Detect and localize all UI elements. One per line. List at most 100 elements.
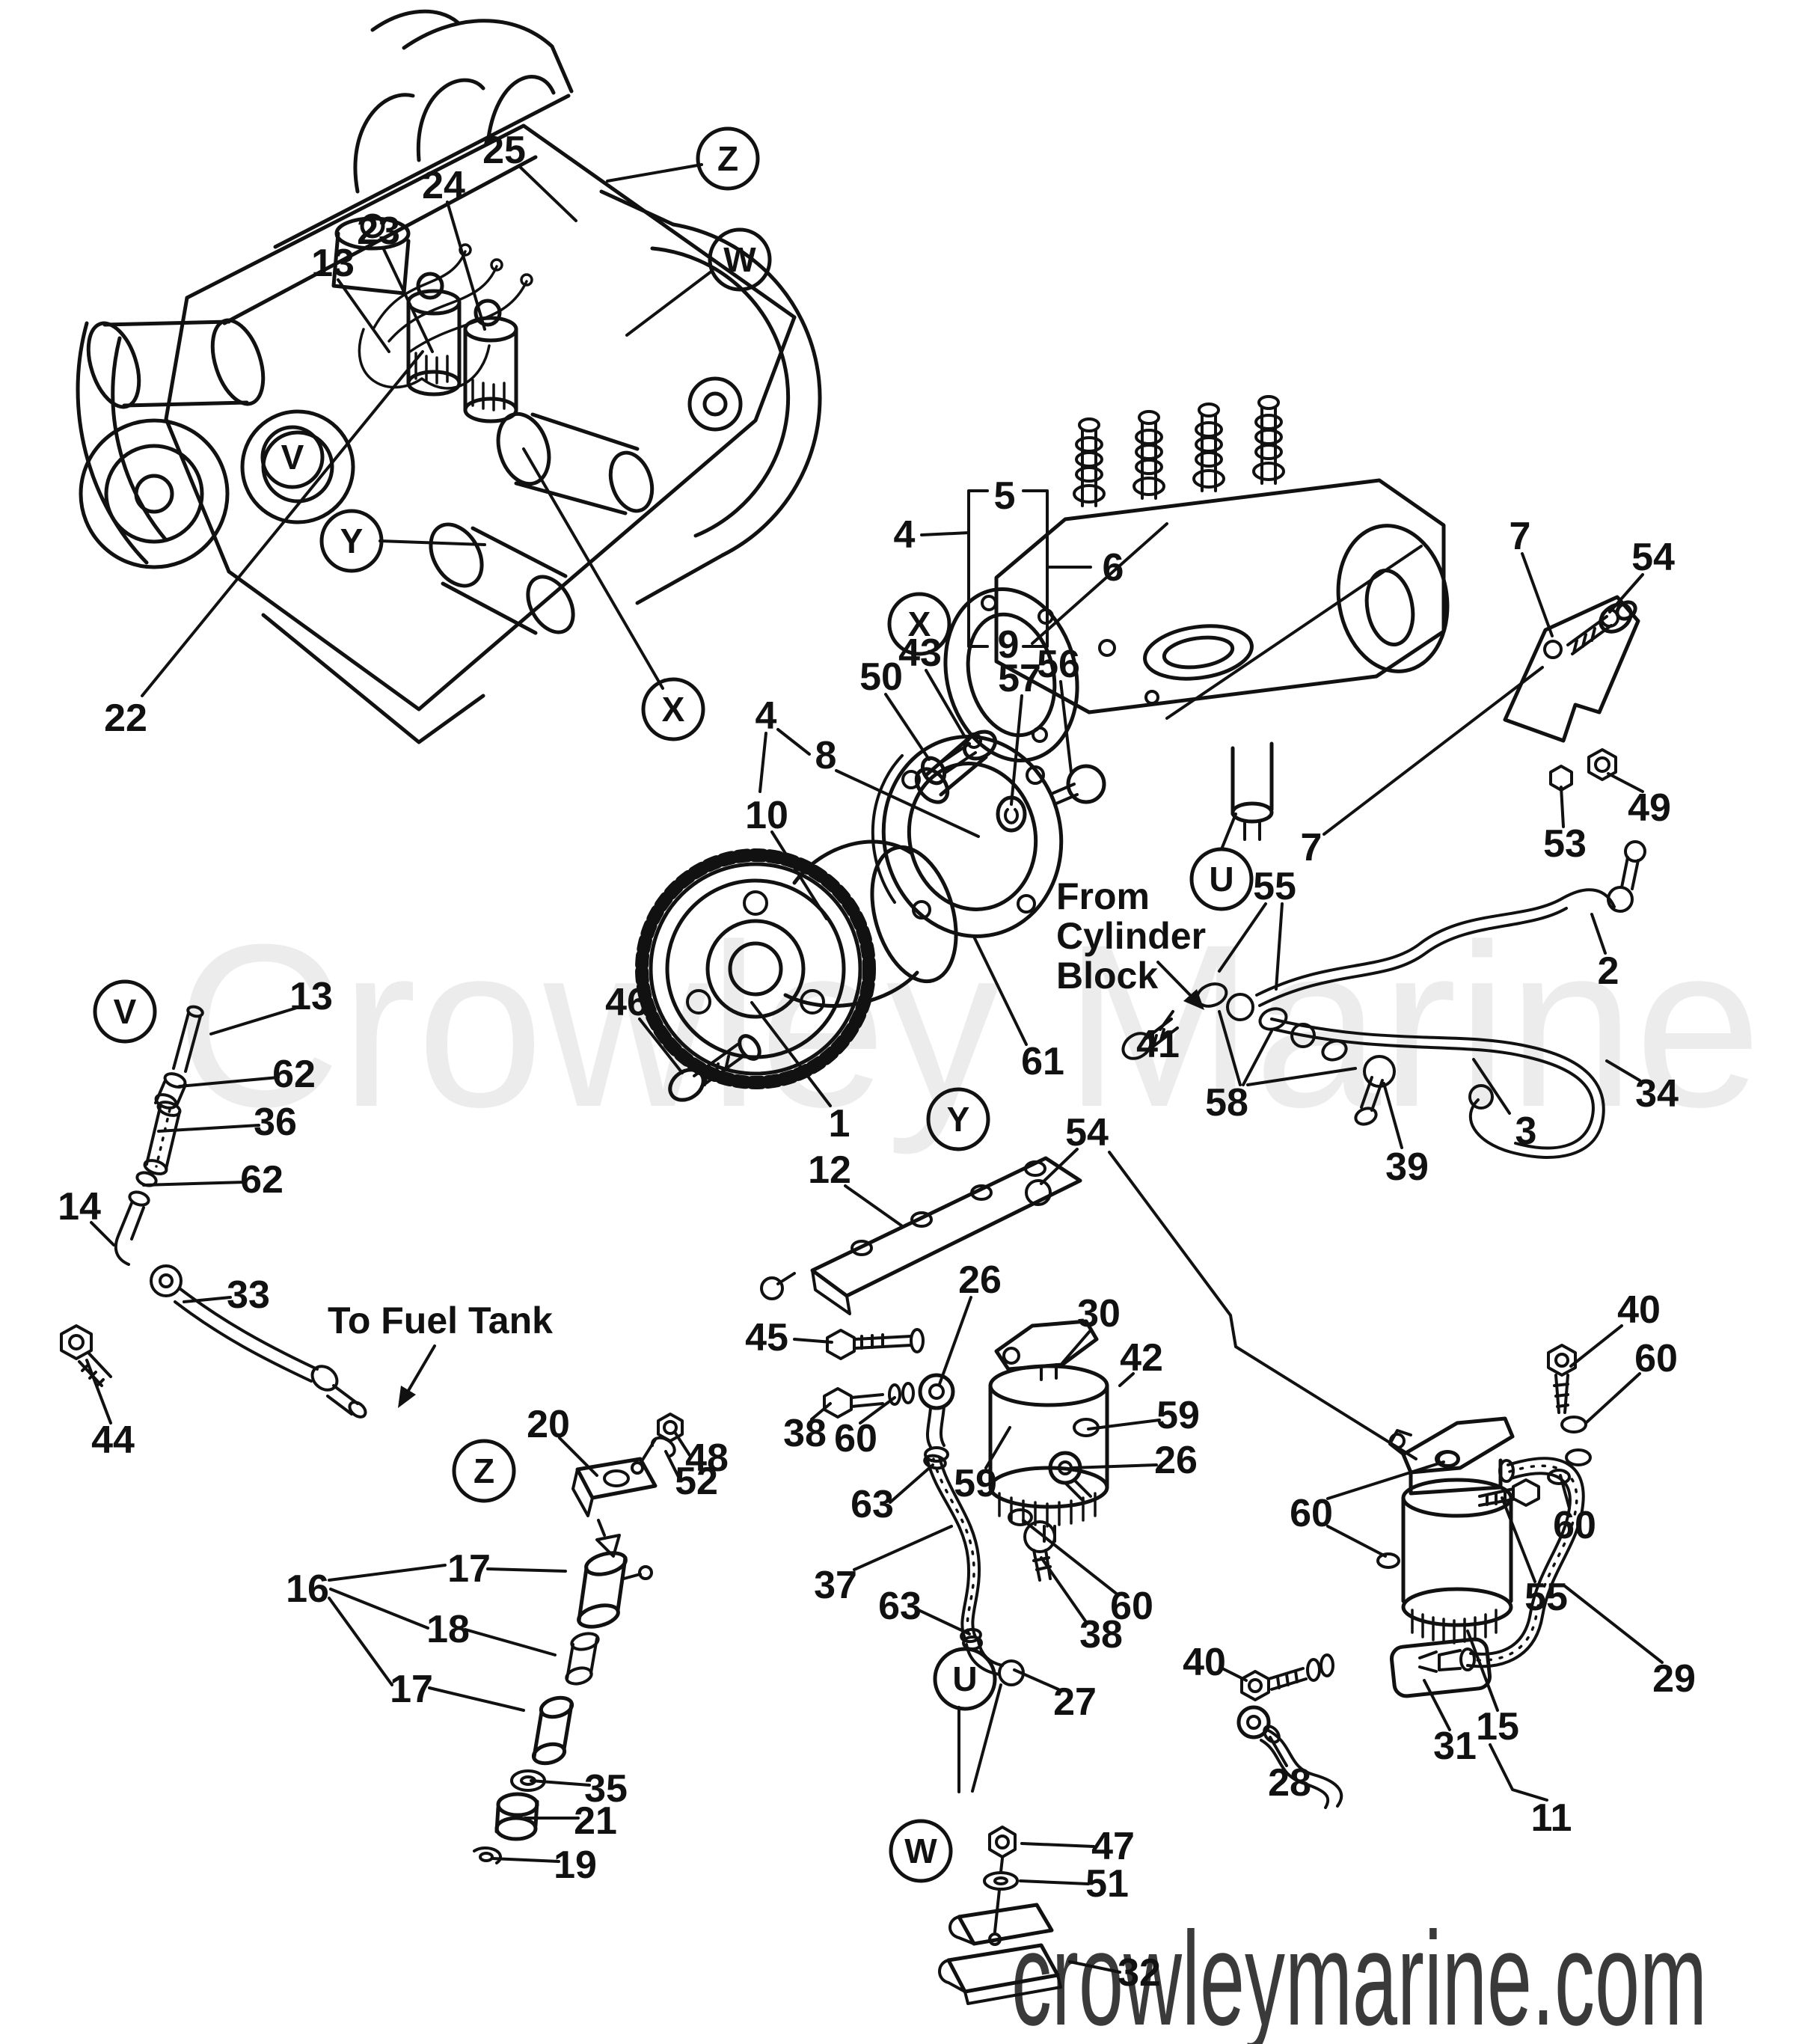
leader-line-50 xyxy=(889,1463,934,1504)
part-label-4-17: 4 xyxy=(756,694,777,738)
part-label-1-21: 1 xyxy=(829,1102,851,1145)
detail-marker-w-3: W xyxy=(708,227,772,292)
detail-marker-letter: U xyxy=(952,1659,977,1698)
leader-line-18 xyxy=(758,732,767,793)
detail-marker-letter: Z xyxy=(473,1451,494,1490)
leader-line-45 xyxy=(1070,1463,1158,1469)
part-label-62-32: 62 xyxy=(272,1053,316,1096)
part-label-41-30: 41 xyxy=(1136,1023,1180,1066)
leader-line-7 xyxy=(378,539,486,546)
leader-line-12 xyxy=(1607,772,1644,793)
part-label-54-10: 54 xyxy=(1631,536,1675,579)
leader-line-40 xyxy=(938,1296,972,1386)
detail-marker-circle xyxy=(887,592,951,656)
part-label-63-53: 63 xyxy=(878,1585,922,1628)
part-label-23-2: 23 xyxy=(357,209,400,253)
detail-marker-letter: W xyxy=(723,240,756,279)
part-label-13-31: 13 xyxy=(289,975,333,1018)
leader-line-layer xyxy=(85,163,1664,1974)
leader-line-66 xyxy=(1423,1679,1451,1731)
leader-line-87 xyxy=(1019,1879,1090,1885)
leader-line-31 xyxy=(1472,1058,1511,1115)
part-label-13-3: 13 xyxy=(311,242,355,285)
pipe-clamp-drawing xyxy=(938,1826,1062,2005)
detail-marker-circle xyxy=(889,1819,953,1883)
part-label-10-19: 10 xyxy=(745,794,788,837)
leader-line-56 xyxy=(1569,1324,1623,1368)
part-label-31-74: 31 xyxy=(1433,1725,1477,1768)
leader-line-35 xyxy=(1246,1067,1357,1086)
part-label-62-34: 62 xyxy=(240,1158,284,1202)
leader-line-24 xyxy=(972,935,1028,1046)
fuel-line-v-drawing xyxy=(60,1005,367,1419)
leader-line-37 xyxy=(844,1184,903,1227)
watermark-layer: Crowley Marine crowleymarine.com xyxy=(176,896,1762,2044)
leader-line-27 xyxy=(1275,902,1284,991)
part-label-20-55: 20 xyxy=(527,1403,570,1446)
part-label-22-4: 22 xyxy=(104,697,147,740)
detail-marker-circle xyxy=(641,677,705,741)
leader-line-15 xyxy=(884,693,931,761)
detail-marker-letter: Z xyxy=(717,139,738,178)
detail-marker-circle xyxy=(260,425,325,489)
part-label-60-49: 60 xyxy=(1110,1585,1153,1628)
leader-line-57 xyxy=(1584,1372,1641,1425)
leader-line-9 xyxy=(920,531,970,536)
leader-line-52 xyxy=(917,1609,971,1635)
leader-line-5 xyxy=(606,163,703,183)
leader-line-88 xyxy=(1068,1960,1121,1974)
part-label-8-18: 8 xyxy=(815,734,837,777)
leader-line-51 xyxy=(853,1525,953,1571)
leader-line-76 xyxy=(530,1779,591,1787)
part-label-53-12: 53 xyxy=(1543,822,1587,866)
part-label-49-11: 49 xyxy=(1628,786,1671,830)
part-label-57-15: 57 xyxy=(998,657,1041,700)
leader-line-4 xyxy=(141,350,424,697)
detail-marker-circle xyxy=(1189,847,1254,911)
detail-marker-letter: V xyxy=(281,438,304,477)
part-label-63-51: 63 xyxy=(851,1483,894,1526)
leader-line-23 xyxy=(750,1001,832,1107)
part-label-48-56: 48 xyxy=(685,1436,729,1480)
part-label-11-75: 11 xyxy=(1531,1796,1572,1840)
part-label-58-29: 58 xyxy=(1205,1081,1248,1124)
leader-line-17 xyxy=(1059,680,1073,774)
leader-line-36 xyxy=(1159,1010,1174,1031)
from-cylinder-block-text-line-2: Block xyxy=(1056,955,1158,997)
leader-line-34 xyxy=(1242,1029,1273,1086)
part-label-54-39: 54 xyxy=(1065,1111,1109,1154)
leader-line-82 xyxy=(142,1181,247,1187)
detail-marker-circle xyxy=(452,1439,516,1503)
leader-polyline-1 xyxy=(1489,1743,1548,1802)
detail-marker-circle xyxy=(926,1087,990,1151)
leader-line-63 xyxy=(1221,1667,1248,1682)
leader-line-79 xyxy=(209,1006,301,1035)
detail-marker-circle xyxy=(319,509,384,573)
part-label-50-14: 50 xyxy=(859,655,903,699)
detail-marker-z-9: Z xyxy=(452,1439,516,1503)
detail-marker-v-0: V xyxy=(260,425,325,489)
leader-line-0 xyxy=(337,278,390,353)
engine-overview-drawing xyxy=(76,9,822,744)
part-label-24-1: 24 xyxy=(422,164,465,207)
detail-marker-y-7: Y xyxy=(926,1087,990,1151)
leader-line-2 xyxy=(446,201,486,331)
detail-marker-z-2: Z xyxy=(696,126,760,191)
leader-line-46 xyxy=(1022,1519,1120,1597)
from-cylinder-block-arrow xyxy=(1156,961,1204,1010)
detail-marker-circle xyxy=(708,227,772,292)
leader-line-65 xyxy=(1466,1630,1499,1712)
part-label-38-50: 38 xyxy=(1079,1613,1123,1656)
leader-line-1 xyxy=(381,246,434,353)
part-label-40-65: 40 xyxy=(1617,1288,1661,1332)
part-label-17-61: 17 xyxy=(390,1668,433,1711)
part-label-29-70: 29 xyxy=(1652,1657,1696,1701)
leader-line-32 xyxy=(1382,1082,1403,1149)
detail-marker-w-11: W xyxy=(889,1819,953,1883)
leader-line-85 xyxy=(85,1359,112,1425)
leader-line-83 xyxy=(90,1221,115,1246)
leader-line-20 xyxy=(835,769,980,838)
